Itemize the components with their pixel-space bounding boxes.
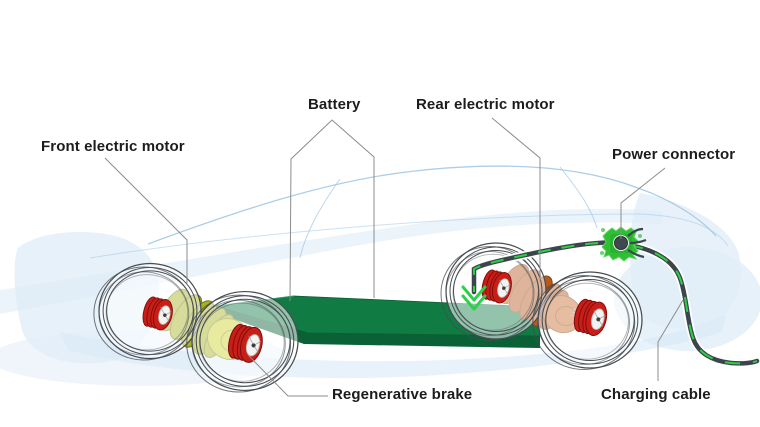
charging-cable [630,242,760,368]
label-rear-electric-motor: Rear electric motor [416,96,555,113]
leader-rear-electric-motor [491,117,541,281]
battery-charge-arrow [461,285,487,311]
power-connector [600,226,647,262]
label-charging-cable: Charging cable [601,386,711,403]
leader-battery [289,119,375,302]
label-front-electric-motor: Front electric motor [41,138,185,155]
label-regenerative-brake: Regenerative brake [332,386,473,403]
leader-charging-cable [657,299,684,381]
leader-front-electric-motor [104,157,188,283]
label-battery: Battery [308,96,361,113]
charge-cable-to-battery [461,238,626,311]
label-power-connector: Power connector [612,146,736,163]
leader-power-connector [620,167,666,239]
leader-regenerative-brake [247,354,328,397]
